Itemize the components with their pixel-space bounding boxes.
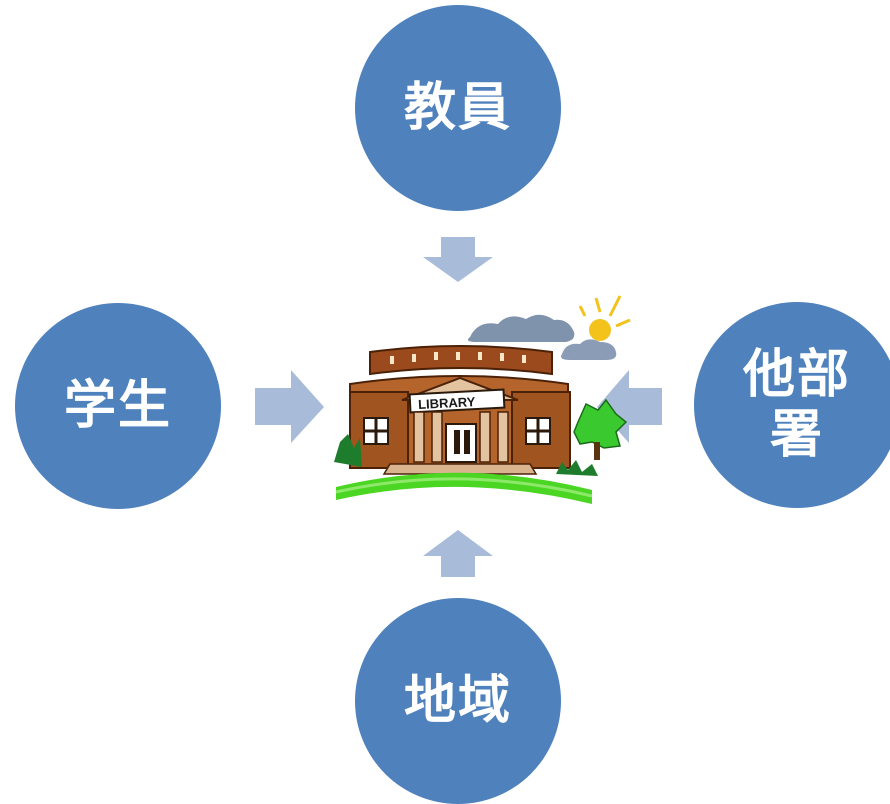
node-other-departments-label: 他部署 xyxy=(742,345,851,465)
node-community-label: 地域 xyxy=(403,671,512,731)
node-faculty-label: 教員 xyxy=(403,78,512,138)
arrow-up-icon xyxy=(423,530,493,577)
node-students: 学生 xyxy=(15,303,221,509)
node-faculty: 教員 xyxy=(355,5,561,211)
library-sign-text: LIBRARY xyxy=(418,394,476,412)
node-community: 地域 xyxy=(355,598,561,804)
node-students-label: 学生 xyxy=(63,376,172,436)
tree-icon xyxy=(573,398,628,460)
cloud-icon xyxy=(468,314,617,360)
node-other-departments: 他部署 xyxy=(694,302,890,508)
arrow-right-icon xyxy=(255,370,324,443)
bush-icon xyxy=(334,434,362,467)
sun-icon xyxy=(578,295,631,341)
arrow-down-icon xyxy=(423,237,493,282)
library-building-icon: LIBRARY xyxy=(334,295,631,504)
